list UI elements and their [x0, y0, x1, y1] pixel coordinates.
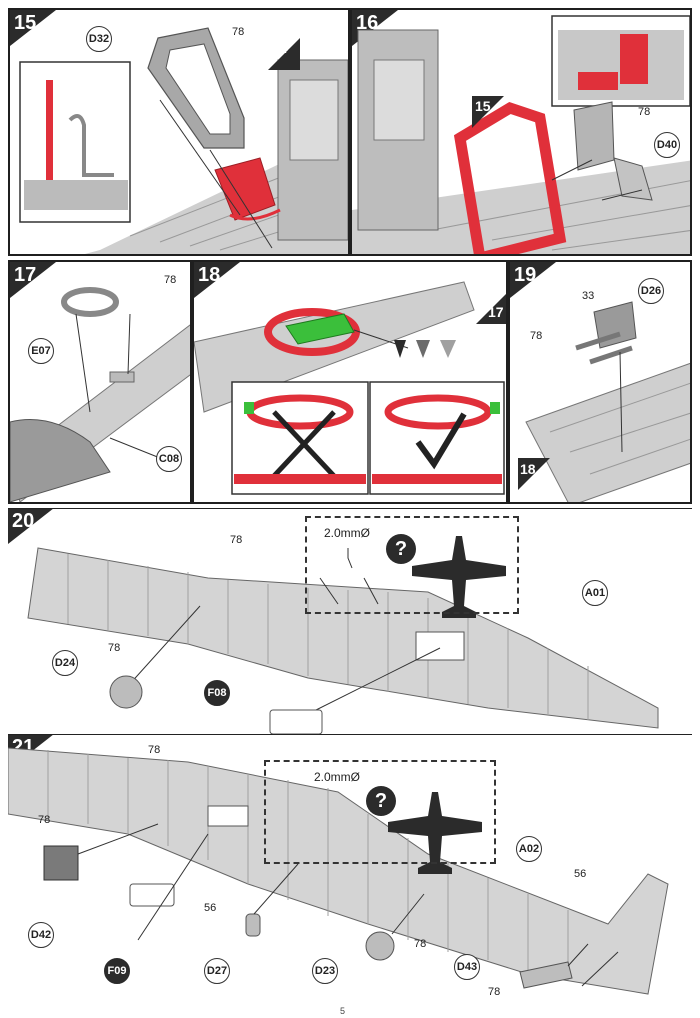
callout-d26: D26	[638, 278, 664, 304]
step-20-panel: 20 2.0mmØ ?	[8, 508, 692, 740]
callout-d43: D43	[454, 954, 480, 980]
page-number: 5	[340, 1006, 346, 1016]
part-number-78: 78	[232, 26, 245, 38]
part-number-78: 78	[230, 534, 243, 546]
part-number-78: 78	[108, 642, 121, 654]
step-18-illustration	[194, 281, 505, 495]
callout-a02: A02	[516, 836, 542, 862]
step-18-panel: 18 17	[192, 260, 508, 504]
step-20-drill-note-box	[305, 516, 519, 614]
step-16-illustration	[352, 15, 690, 254]
step-19-illustration	[525, 301, 690, 502]
step-21-drill-note-box	[264, 760, 496, 864]
step-15-illustration	[19, 27, 348, 254]
part-number-78: 78	[38, 814, 51, 826]
step-20-illustration	[8, 508, 692, 735]
step-17-panel: 17 78 E07 C08	[8, 260, 192, 504]
question-icon: ?	[366, 786, 396, 816]
callout-d40: D40	[654, 132, 680, 158]
part-number-78: 78	[488, 986, 501, 998]
part-number-78: 78	[530, 330, 543, 342]
step-16-panel: 16 15 78 D40	[350, 8, 692, 256]
callout-d42: D42	[28, 922, 54, 948]
part-number-33: 33	[582, 290, 595, 302]
part-number-78: 78	[164, 274, 177, 286]
step-21-illustration	[8, 734, 692, 995]
part-number-78: 78	[638, 106, 651, 118]
part-number-78: 78	[414, 938, 427, 950]
question-icon: ?	[386, 534, 416, 564]
callout-c08: C08	[156, 446, 182, 472]
callout-f08: F08	[204, 680, 230, 706]
callout-a01: A01	[582, 580, 608, 606]
step-21-drill-size: 2.0mmØ	[314, 770, 361, 784]
part-number-56: 56	[204, 902, 217, 914]
callout-d32: D32	[86, 26, 112, 52]
step-17-illustration	[10, 287, 190, 502]
callout-f09: F09	[104, 958, 130, 984]
callout-e07: E07	[28, 338, 54, 364]
callout-d23: D23	[312, 958, 338, 984]
step-15-panel: 15 D32 78	[8, 8, 350, 256]
part-number-56: 56	[574, 868, 587, 880]
callout-d27: D27	[204, 958, 230, 984]
step-20-drill-size: 2.0mmØ	[324, 526, 371, 540]
part-number-78: 78	[148, 744, 161, 756]
step-19-panel: 19 33 D26 78 18	[508, 260, 692, 504]
callout-d24: D24	[52, 650, 78, 676]
step-21-panel: 21	[8, 734, 692, 1006]
